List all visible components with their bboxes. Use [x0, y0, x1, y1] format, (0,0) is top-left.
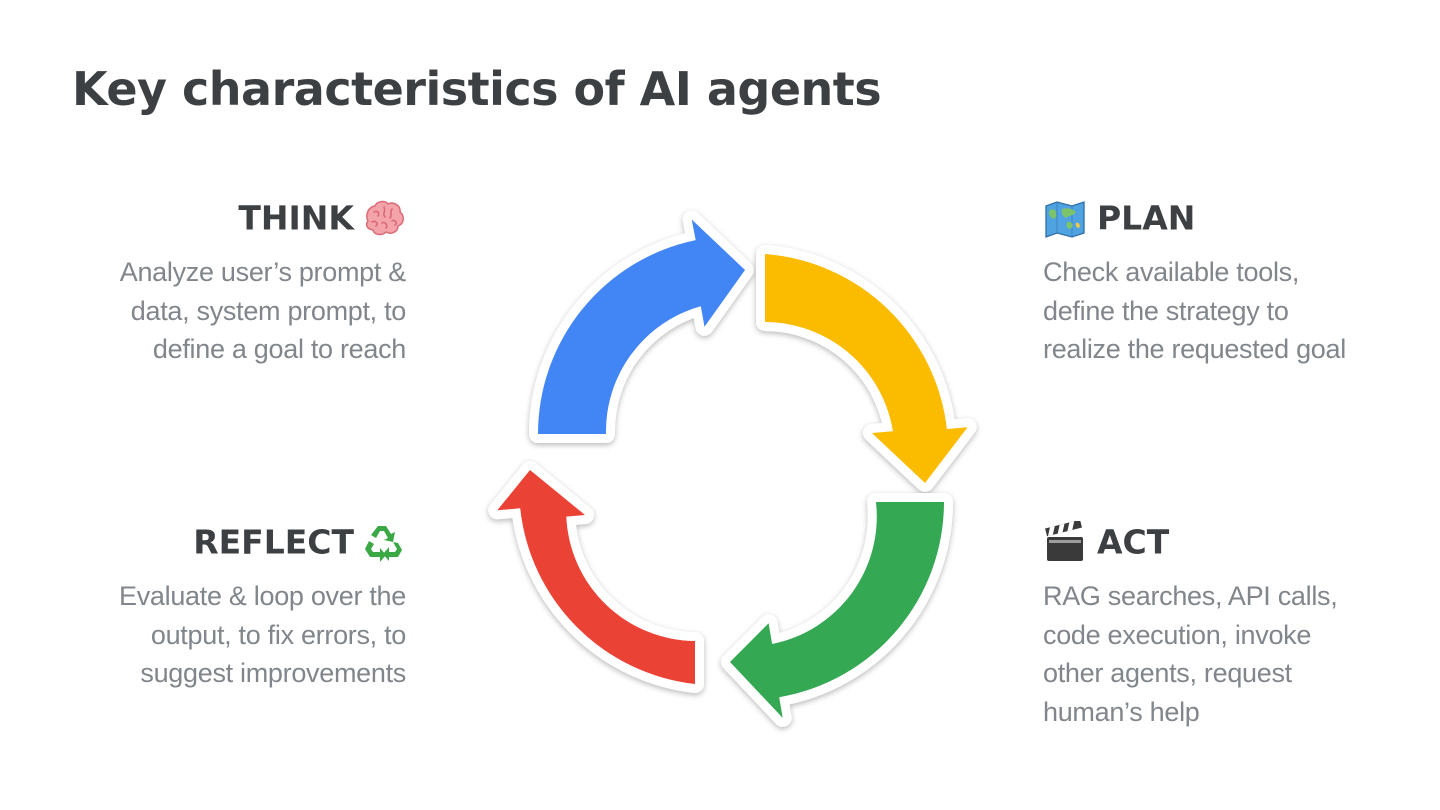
- think-line: Analyze user’s prompt &: [119, 257, 407, 287]
- plan-line: Check available tools,: [1043, 257, 1300, 287]
- act-description: RAG searches, API calls, code execution,…: [1043, 577, 1413, 731]
- page-title: Key characteristics of AI agents: [72, 62, 882, 116]
- act-arrow: [721, 493, 953, 727]
- reflect-heading: REFLECT: [66, 519, 406, 563]
- reflect-block: REFLECT Evaluate & loop over the output,…: [66, 519, 406, 693]
- reflect-line: output, to fix errors, to: [150, 619, 406, 650]
- act-line: code execution, invoke: [1043, 619, 1312, 650]
- plan-block: PLAN Check available tools, define the s…: [1043, 195, 1413, 369]
- think-line: define a goal to reach: [152, 334, 406, 364]
- reflect-description: Evaluate & loop over the output, to fix …: [66, 577, 406, 693]
- reflect-line: suggest improvements: [140, 658, 406, 688]
- act-title: ACT: [1097, 522, 1170, 562]
- plan-line: define the strategy to: [1043, 295, 1289, 326]
- think-block: THINK Analyze user’s prompt & data, syst…: [66, 195, 407, 369]
- think-line: data, system prompt, to: [130, 295, 407, 326]
- act-line: human’s help: [1043, 696, 1200, 727]
- act-block: ACT RAG searches, API calls, code execut…: [1043, 519, 1413, 731]
- reflect-title: REFLECT: [193, 522, 354, 562]
- act-line: other agents, request: [1043, 658, 1292, 688]
- think-heading: THINK: [66, 195, 406, 239]
- world-map-icon: [1043, 197, 1087, 241]
- plan-arrow: [756, 245, 977, 492]
- act-line: RAG searches, API calls,: [1043, 581, 1338, 611]
- reflect-line: Evaluate & loop over the: [119, 581, 406, 611]
- think-description: Analyze user’s prompt & data, system pro…: [66, 253, 407, 369]
- clapper-board-icon: [1043, 520, 1087, 565]
- think-arrow: [529, 210, 754, 443]
- plan-title: PLAN: [1097, 198, 1196, 238]
- brain-icon: [362, 197, 406, 241]
- plan-heading: PLAN: [1043, 195, 1413, 239]
- reflect-arrow: [488, 461, 704, 693]
- think-title: THINK: [238, 198, 354, 238]
- act-heading: ACT: [1043, 519, 1413, 563]
- plan-description: Check available tools, define the strate…: [1043, 253, 1413, 369]
- plan-line: realize the requested goal: [1043, 334, 1346, 364]
- recycle-icon: [362, 521, 406, 565]
